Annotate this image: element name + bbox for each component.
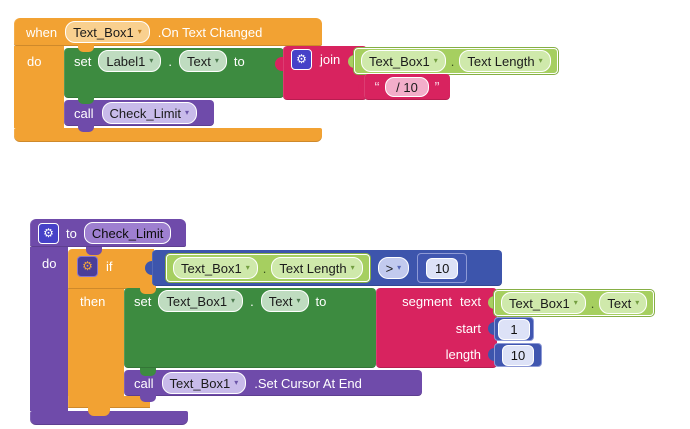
- method-name-label: .Set Cursor At End: [254, 375, 362, 391]
- getter-property-dropdown[interactable]: Text Length ▾: [459, 50, 551, 72]
- chevron-down-icon: ▾: [296, 296, 301, 305]
- connector-bump: [78, 44, 94, 52]
- number-field[interactable]: 10: [426, 257, 459, 279]
- segment-length-label: length: [445, 347, 481, 363]
- connector-bump: [140, 394, 156, 402]
- getter-component-dropdown[interactable]: Text_Box1 ▾: [173, 257, 258, 279]
- when-block-spine: [14, 46, 64, 128]
- segment-label: segment: [402, 293, 453, 309]
- chevron-down-icon: ▾: [234, 378, 239, 387]
- number-block[interactable]: 1: [494, 317, 534, 341]
- number-field[interactable]: 10: [502, 344, 534, 366]
- set-property-dropdown[interactable]: Text ▾: [179, 50, 227, 72]
- mutator-gear-icon[interactable]: ⚙: [77, 255, 98, 277]
- call-label: call: [134, 375, 154, 391]
- when-label: when: [26, 24, 58, 40]
- connector-bump: [86, 247, 102, 255]
- segment-text-block[interactable]: segment text start length: [376, 288, 497, 368]
- procedure-definition-block[interactable]: ⚙ to Check_Limit: [30, 219, 186, 247]
- set-textbox1-text-block[interactable]: set Text_Box1 ▾ . Text ▾ to: [124, 288, 376, 368]
- string-field[interactable]: / 10: [384, 77, 430, 97]
- to-label: to: [233, 53, 245, 69]
- mutator-gear-icon[interactable]: ⚙: [291, 48, 312, 70]
- set-property-dropdown[interactable]: Text ▾: [260, 290, 309, 312]
- dot-separator: .: [590, 295, 595, 311]
- event-component-dropdown[interactable]: Text_Box1 ▾: [65, 21, 150, 43]
- event-name-label: .On Text Changed: [157, 24, 263, 40]
- number-block[interactable]: 10: [417, 253, 468, 283]
- when-block-foot: [14, 128, 322, 142]
- chevron-down-icon: ▾: [635, 298, 640, 307]
- set-label1-text-block[interactable]: set Label1 ▾ . Text ▾ to: [64, 48, 284, 98]
- comparison-block[interactable]: Text_Box1 ▾ . Text Length ▾ > ▾ 10: [152, 250, 502, 286]
- segment-text-label: text: [460, 293, 481, 309]
- set-label: set: [134, 293, 152, 309]
- socket-tab: [488, 296, 495, 309]
- operator-dropdown[interactable]: > ▾: [377, 257, 410, 279]
- socket-tab: [488, 322, 495, 335]
- socket-tab: [348, 55, 356, 68]
- join-label: join: [320, 51, 341, 67]
- set-component-dropdown[interactable]: Label1 ▾: [98, 50, 162, 72]
- connector-bump: [78, 96, 94, 104]
- call-check-limit-block[interactable]: call Check_Limit ▾: [64, 100, 214, 126]
- set-label: set: [74, 53, 92, 69]
- chevron-down-icon: ▾: [214, 56, 219, 65]
- if-block[interactable]: ⚙ if: [68, 249, 154, 289]
- chevron-down-icon: ▾: [185, 108, 190, 117]
- chevron-down-icon: ▾: [137, 27, 142, 36]
- dot-separator: .: [262, 260, 267, 276]
- chevron-down-icon: ▾: [245, 263, 250, 272]
- getter-textbox1-textlength[interactable]: Text_Box1 ▾ . Text Length ▾: [166, 254, 370, 282]
- call-component-dropdown[interactable]: Text_Box1 ▾: [161, 372, 247, 394]
- getter-component-dropdown[interactable]: Text_Box1 ▾: [361, 50, 446, 72]
- to-label: to: [66, 225, 77, 241]
- chevron-down-icon: ▾: [149, 56, 154, 65]
- if-block-then-spine: [68, 289, 124, 396]
- socket-tab: [488, 348, 495, 361]
- chevron-down-icon: ▾: [433, 56, 438, 65]
- open-quote: “: [374, 78, 380, 96]
- if-label: if: [106, 258, 113, 274]
- socket-tab: [275, 57, 284, 71]
- then-label: then: [80, 294, 106, 309]
- getter-component-dropdown[interactable]: Text_Box1 ▾: [501, 292, 586, 314]
- procedure-block-spine: [30, 247, 68, 411]
- number-field[interactable]: 1: [498, 318, 530, 340]
- dot-separator: .: [250, 293, 254, 309]
- getter-textbox1-text[interactable]: Text_Box1 ▾ . Text ▾: [494, 290, 655, 316]
- segment-start-label: start: [455, 320, 481, 336]
- procedure-block-foot: [30, 411, 188, 425]
- chevron-down-icon: ▾: [573, 298, 578, 307]
- to-label: to: [315, 293, 327, 309]
- call-label: call: [74, 105, 94, 121]
- chevron-down-icon: ▾: [350, 263, 355, 272]
- text-string-block[interactable]: “ / 10 ”: [364, 74, 450, 100]
- dot-separator: .: [168, 53, 173, 69]
- when-event-block[interactable]: when Text_Box1 ▾ .On Text Changed: [14, 18, 322, 46]
- set-component-dropdown[interactable]: Text_Box1 ▾: [158, 290, 244, 312]
- getter-property-dropdown[interactable]: Text ▾: [599, 292, 648, 314]
- mutator-gear-icon[interactable]: ⚙: [38, 222, 59, 244]
- socket-tab: [145, 261, 153, 275]
- procedure-name-field[interactable]: Check_Limit: [83, 222, 172, 244]
- getter-property-dropdown[interactable]: Text Length ▾: [271, 257, 363, 279]
- connector-bump: [88, 406, 110, 416]
- if-block-foot: [68, 396, 150, 408]
- dot-separator: .: [450, 53, 455, 69]
- call-procedure-dropdown[interactable]: Check_Limit ▾: [101, 102, 198, 124]
- chevron-down-icon: ▾: [538, 56, 543, 65]
- do-label: do: [27, 54, 42, 69]
- chevron-down-icon: ▾: [231, 296, 236, 305]
- connector-bump: [140, 286, 156, 294]
- do-label: do: [42, 256, 57, 271]
- getter-textbox1-textlength[interactable]: Text_Box1 ▾ . Text Length ▾: [354, 48, 558, 74]
- number-block[interactable]: 10: [494, 343, 542, 367]
- connector-bump: [140, 368, 156, 376]
- chevron-down-icon: ▾: [397, 263, 402, 272]
- socket-tab: [358, 80, 366, 93]
- close-quote: ”: [434, 78, 440, 96]
- call-set-cursor-block[interactable]: call Text_Box1 ▾ .Set Cursor At End: [124, 370, 422, 396]
- connector-bump: [78, 124, 94, 132]
